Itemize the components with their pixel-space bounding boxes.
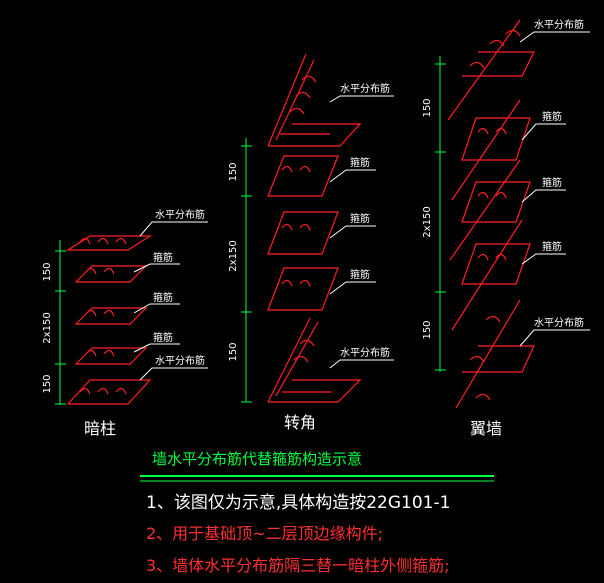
dim-line-dark-column [55,240,66,405]
label-stirrup-1: 箍筋 [153,251,173,264]
note-3: 3、墙体水平分布筋隔三替一暗柱外侧箍筋; [146,556,450,575]
leaders-dark-column [133,221,208,381]
caption-dark-column: 暗柱 [84,419,116,438]
label-stirrup-1: 箍筋 [542,110,562,123]
note-1: 1、该图仅为示意,具体构造按22G101-1 [146,493,451,513]
caption-corner: 转角 [284,413,316,432]
label-top: 水平分布筋 [155,208,205,221]
dim-middle: 2x150 [42,312,53,343]
dim-top: 150 [422,98,433,117]
rebar-wing-wall [447,19,535,409]
caption-wing-wall: 翼墙 [470,419,502,438]
leaders-corner [329,95,394,369]
dim-line-wing-wall [435,56,446,372]
dim-top: 150 [228,162,239,181]
label-top: 水平分布筋 [340,82,390,95]
note-2: 2、用于基础顶~二层顶边缘构件; [146,524,383,543]
label-stirrup-3: 箍筋 [350,268,370,281]
rebar-corner [267,53,362,403]
dim-middle: 2x150 [422,206,433,237]
label-bottom: 水平分布筋 [534,316,584,329]
leaders-wing-wall [519,31,590,347]
panel-dark-column: 150 2x150 150 水平 [42,208,208,438]
label-stirrup-3: 箍筋 [542,240,562,253]
dim-line-corner [241,138,252,403]
dim-bottom: 150 [422,320,433,339]
label-bottom: 水平分布筋 [155,354,205,367]
label-stirrup-2: 箍筋 [350,212,370,225]
label-bottom: 水平分布筋 [340,346,390,359]
dim-top: 150 [42,262,53,281]
dim-middle: 2x150 [228,240,239,271]
label-stirrup-3: 箍筋 [153,331,173,344]
label-stirrup-2: 箍筋 [153,291,173,304]
label-top: 水平分布筋 [534,18,584,31]
drawing-title: 墙水平分布筋代替箍筋构造示意 [152,450,362,468]
panel-wing-wall: 150 2x150 150 [422,18,590,438]
label-stirrup-1: 箍筋 [350,156,370,169]
dim-bottom: 150 [228,342,239,361]
label-stirrup-2: 箍筋 [542,176,562,189]
rebar-dark-column [65,235,153,405]
panel-corner: 150 2x150 150 [228,53,394,432]
dim-bottom: 150 [42,374,53,393]
